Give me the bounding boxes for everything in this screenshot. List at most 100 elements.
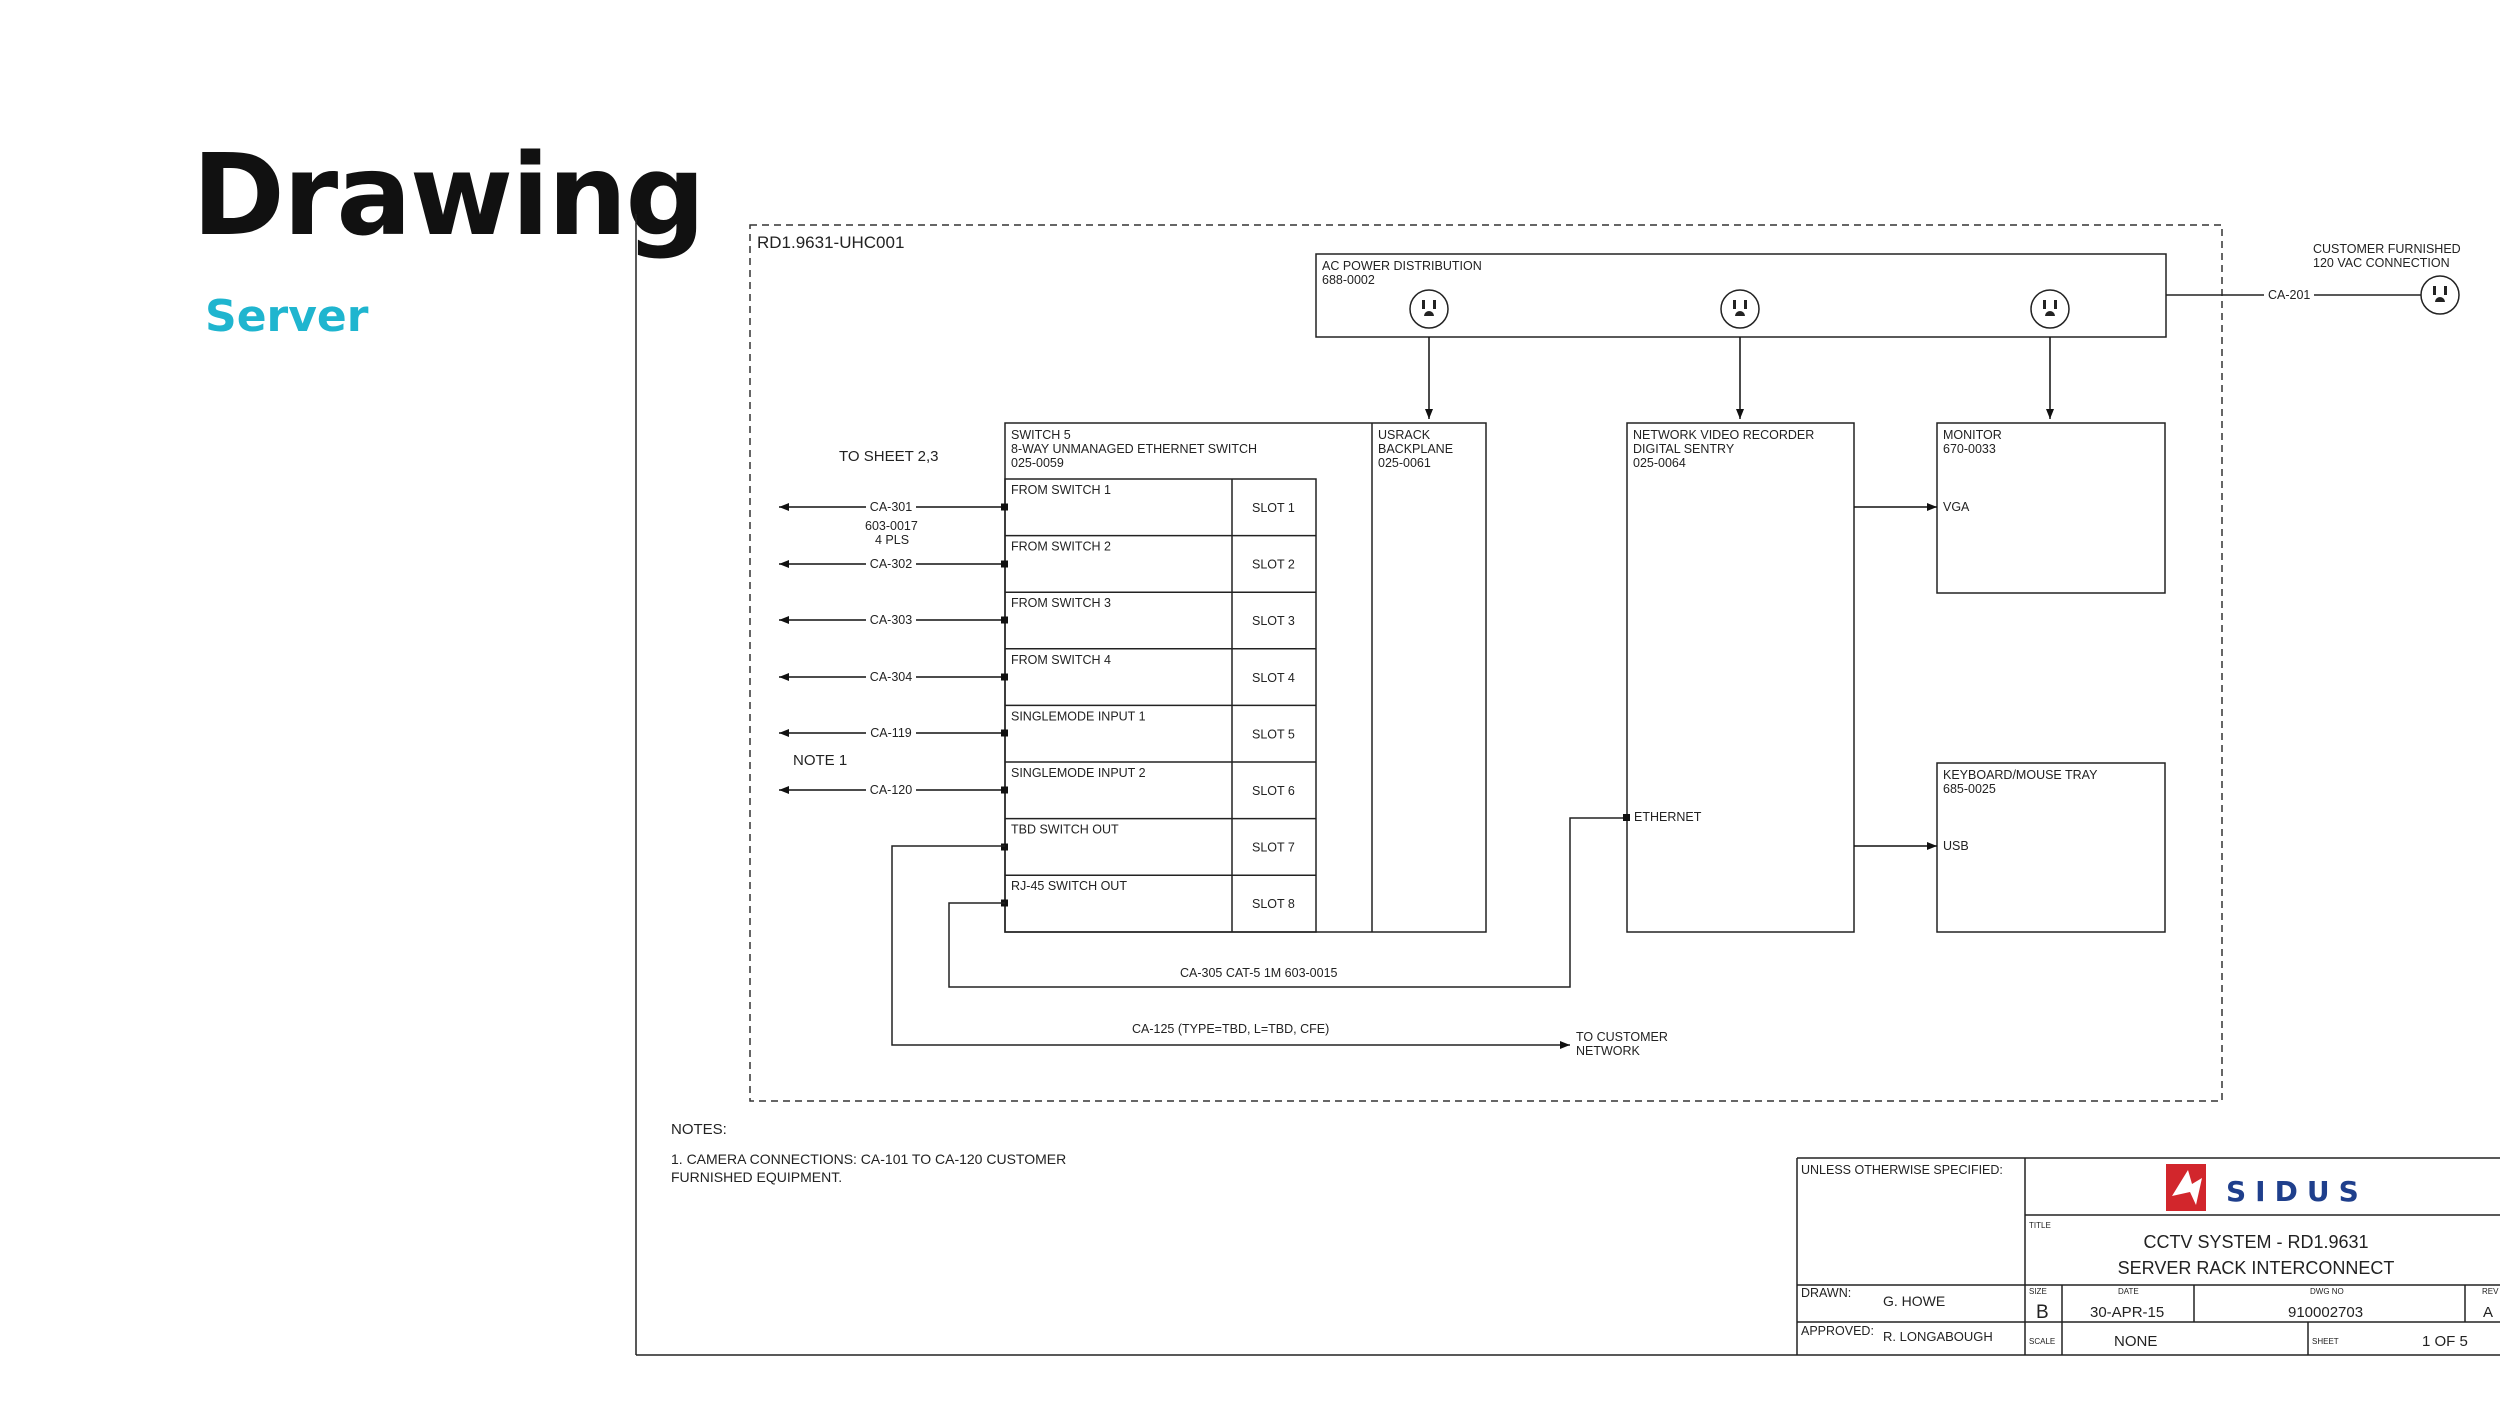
svg-text:688-0002: 688-0002 <box>1322 273 1375 287</box>
switch-5: SWITCH 5 8-WAY UNMANAGED ETHERNET SWITCH… <box>1001 422 1487 933</box>
svg-text:KEYBOARD/MOUSE TRAY: KEYBOARD/MOUSE TRAY <box>1943 768 2098 782</box>
slot-input-label: SINGLEMODE INPUT 1 <box>1011 709 1146 723</box>
drawing-title: CCTV SYSTEM - RD1.9631 <box>2143 1232 2368 1252</box>
cable-label-bg <box>866 727 916 739</box>
to-customer-label: NETWORK <box>1576 1044 1641 1058</box>
slide-subtitle: Server <box>205 291 369 342</box>
svg-text:8-WAY UNMANAGED ETHERNET SWITC: 8-WAY UNMANAGED ETHERNET SWITCH <box>1011 442 1257 456</box>
date-value: 30-APR-15 <box>2090 1304 2164 1321</box>
approved-value: R. LONGABOUGH <box>1883 1329 1993 1344</box>
cable-part-label: 603-0017 <box>865 519 918 533</box>
cable-label-bg <box>866 671 916 683</box>
svg-text:AC POWER DISTRIBUTION: AC POWER DISTRIBUTION <box>1322 259 1482 273</box>
slot-input-label: TBD SWITCH OUT <box>1011 823 1119 837</box>
rev-label: REV <box>2482 1287 2499 1296</box>
ca-305-label: CA-305 CAT-5 1M 603-0015 <box>1180 966 1338 980</box>
cable-label: CA-303 <box>870 613 912 627</box>
ethernet-port-label: ETHERNET <box>1634 810 1702 824</box>
slot-input-label: FROM SWITCH 1 <box>1011 483 1111 497</box>
note-line: FURNISHED EQUIPMENT. <box>671 1169 842 1185</box>
svg-text:MONITOR: MONITOR <box>1943 428 2002 442</box>
outlet-icon <box>2420 275 2460 315</box>
slot-label: SLOT 4 <box>1252 671 1295 685</box>
size-label: SIZE <box>2029 1287 2047 1296</box>
power-drops <box>1425 337 2054 419</box>
title-block <box>1796 1157 2500 1355</box>
slide-title: Drawing <box>192 131 706 261</box>
ca-305-cable <box>948 817 1623 988</box>
slot-input-label: FROM SWITCH 2 <box>1011 540 1111 554</box>
slot-label: SLOT 8 <box>1252 897 1295 911</box>
cable-label-bg <box>866 501 916 513</box>
approved-label: APPROVED: <box>1801 1324 1874 1338</box>
sidus-logo: SIDUS <box>2166 1164 2376 1211</box>
svg-text:025-0064: 025-0064 <box>1633 456 1686 470</box>
vga-port-label: VGA <box>1943 500 1970 514</box>
svg-text:BACKPLANE: BACKPLANE <box>1378 442 1453 456</box>
svg-text:USRACK: USRACK <box>1378 428 1431 442</box>
frame-label: RD1.9631-UHC001 <box>757 233 904 252</box>
outlet-icon <box>1409 289 1449 329</box>
cable-label: CA-302 <box>870 557 912 571</box>
cable-label: CA-119 <box>870 726 912 740</box>
svg-text:685-0025: 685-0025 <box>1943 782 1996 796</box>
drawing-title: SERVER RACK INTERCONNECT <box>2118 1258 2395 1278</box>
usb-port-label: USB <box>1943 839 1969 853</box>
cable-label-bg <box>866 558 916 570</box>
slot-label: SLOT 1 <box>1252 501 1295 515</box>
outlet-icon <box>2030 289 2070 329</box>
usrack-backplane: USRACK BACKPLANE 025-0061 <box>1378 428 1453 470</box>
assembly-frame <box>749 224 2223 1102</box>
slot-input-label: RJ-45 SWITCH OUT <box>1011 879 1127 893</box>
unless-label: UNLESS OTHERWISE SPECIFIED: <box>1801 1163 2003 1177</box>
connector-dot <box>1001 843 1008 851</box>
cable-label-bg <box>866 784 916 796</box>
to-sheet-label: TO SHEET 2,3 <box>839 448 939 465</box>
note-line: 1. CAMERA CONNECTIONS: CA-101 TO CA-120 … <box>671 1151 1066 1167</box>
drawn-label: DRAWN: <box>1801 1286 1851 1300</box>
slot-label: SLOT 3 <box>1252 614 1295 628</box>
notes-heading: NOTES: <box>671 1121 727 1138</box>
svg-text:025-0059: 025-0059 <box>1011 456 1064 470</box>
slot-label: SLOT 6 <box>1252 784 1295 798</box>
date-label: DATE <box>2118 1287 2139 1296</box>
customer-power-label: CUSTOMER FURNISHED <box>2313 242 2461 256</box>
slot-label: SLOT 5 <box>1252 727 1295 741</box>
ca-125-label: CA-125 (TYPE=TBD, L=TBD, CFE) <box>1132 1022 1329 1036</box>
slot-input-label: FROM SWITCH 3 <box>1011 596 1111 610</box>
drawn-value: G. HOWE <box>1883 1293 1945 1309</box>
slot-label: SLOT 7 <box>1252 841 1295 855</box>
outlet-icon <box>1720 289 1760 329</box>
slot-input-label: SINGLEMODE INPUT 2 <box>1011 766 1146 780</box>
cable-part-label: 4 PLS <box>875 533 909 547</box>
cable-label: CA-120 <box>870 783 912 797</box>
cable-label: CA-301 <box>870 500 912 514</box>
ca-125-cable <box>891 845 1570 1049</box>
network-video-recorder: NETWORK VIDEO RECORDER DIGITAL SENTRY 02… <box>1623 422 1855 933</box>
ac-power-distribution: AC POWER DISTRIBUTION 688-0002 <box>1315 253 2167 338</box>
note-1-label: NOTE 1 <box>793 752 847 769</box>
svg-text:NETWORK VIDEO RECORDER: NETWORK VIDEO RECORDER <box>1633 428 1814 442</box>
logo-text: SIDUS <box>2226 1175 2368 1208</box>
dwg-label: DWG NO <box>2310 1287 2344 1296</box>
rev-value: A <box>2483 1304 2493 1321</box>
title-label: TITLE <box>2029 1221 2051 1230</box>
to-customer-label: TO CUSTOMER <box>1576 1030 1668 1044</box>
dwg-value: 910002703 <box>2288 1304 2363 1321</box>
keyboard-mouse-tray: KEYBOARD/MOUSE TRAY 685-0025 USB <box>1936 762 2166 933</box>
scale-value: NONE <box>2114 1333 2157 1350</box>
monitor: MONITOR 670-0033 VGA <box>1936 422 2166 594</box>
svg-text:670-0033: 670-0033 <box>1943 442 1996 456</box>
sheet-value: 1 OF 5 <box>2422 1333 2468 1350</box>
svg-text:DIGITAL SENTRY: DIGITAL SENTRY <box>1633 442 1735 456</box>
sheet-label: SHEET <box>2312 1337 2339 1346</box>
scale-label: SCALE <box>2029 1337 2055 1346</box>
cable-label-bg <box>866 614 916 626</box>
slot-input-label: FROM SWITCH 4 <box>1011 653 1111 667</box>
customer-power-label: 120 VAC CONNECTION <box>2313 256 2450 270</box>
svg-text:025-0061: 025-0061 <box>1378 456 1431 470</box>
cable-label: CA-201 <box>2268 288 2310 302</box>
slot-label: SLOT 2 <box>1252 558 1295 572</box>
cable-label: CA-304 <box>870 670 912 684</box>
